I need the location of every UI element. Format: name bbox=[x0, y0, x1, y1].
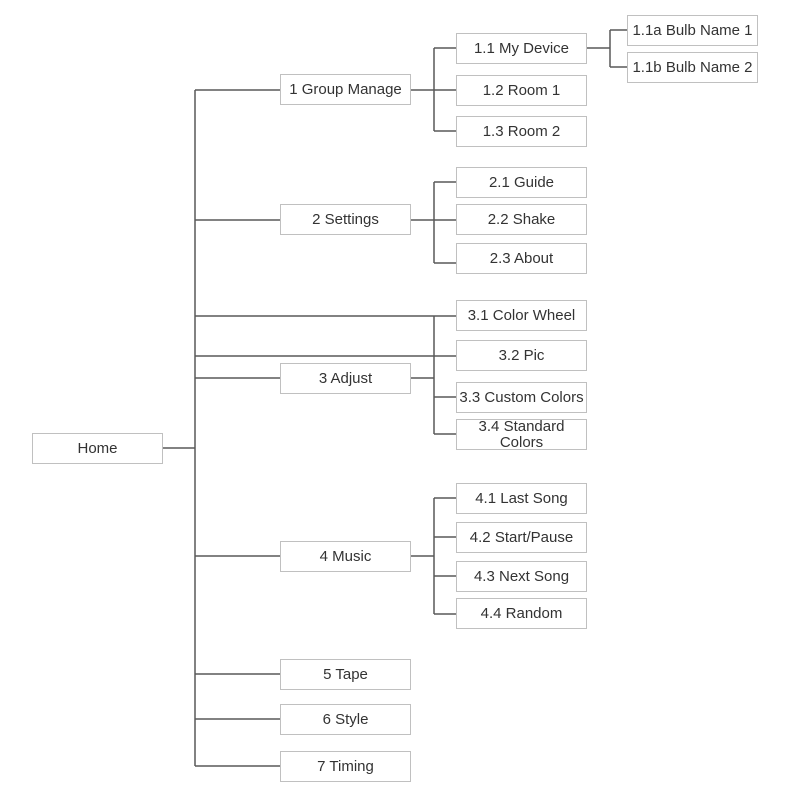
trunk-connector bbox=[163, 90, 196, 766]
node-1-2-room-1: 1.2 Room 1 bbox=[456, 75, 587, 106]
node-3-4-standard-colors: 3.4 Standard Colors bbox=[456, 418, 587, 450]
node-2-1-guide: 2.1 Guide bbox=[456, 167, 587, 198]
node-home: Home bbox=[32, 433, 163, 464]
group4-connectors bbox=[195, 497, 456, 615]
node-1-3-room-2: 1.3 Room 2 bbox=[456, 116, 587, 147]
node-4-1-last-song: 4.1 Last Song bbox=[456, 483, 587, 514]
node-1-1a-bulb-name-1: 1.1a Bulb Name 1 bbox=[627, 15, 758, 46]
node-7-timing: 7 Timing bbox=[280, 751, 411, 782]
node-4-2-start-pause: 4.2 Start/Pause bbox=[456, 522, 587, 553]
node-4-music: 4 Music bbox=[280, 541, 411, 572]
node-3-1-color-wheel: 3.1 Color Wheel bbox=[456, 300, 587, 331]
node-1-1-my-device: 1.1 My Device bbox=[456, 33, 587, 64]
group3-connectors bbox=[195, 315, 456, 435]
node-3-2-pic: 3.2 Pic bbox=[456, 340, 587, 371]
node-5-tape: 5 Tape bbox=[280, 659, 411, 690]
node-2-3-about: 2.3 About bbox=[456, 243, 587, 274]
node-6-style: 6 Style bbox=[280, 704, 411, 735]
node-3-adjust: 3 Adjust bbox=[280, 363, 411, 394]
node-2-2-shake: 2.2 Shake bbox=[456, 204, 587, 235]
node-4-4-random: 4.4 Random bbox=[456, 598, 587, 629]
node-2-settings: 2 Settings bbox=[280, 204, 411, 235]
node-4-3-next-song: 4.3 Next Song bbox=[456, 561, 587, 592]
node-1-group-manage: 1 Group Manage bbox=[280, 74, 411, 105]
group2-connectors bbox=[195, 181, 456, 264]
node-1-1b-bulb-name-2: 1.1b Bulb Name 2 bbox=[627, 52, 758, 83]
node-3-3-custom-colors: 3.3 Custom Colors bbox=[456, 382, 587, 413]
group567-connectors bbox=[195, 673, 280, 767]
group1-connectors bbox=[195, 29, 627, 132]
